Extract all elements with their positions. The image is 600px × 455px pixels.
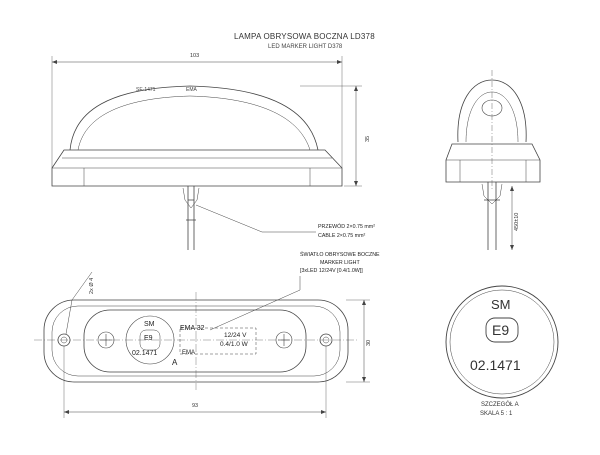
lens-approval-mark: SM <box>144 321 155 328</box>
end-view-cable <box>484 182 500 250</box>
detail-approval-mark: SM <box>491 297 511 312</box>
light-note-line3: [3xLED 12/24V [0.4/1.0W]] <box>300 268 363 274</box>
plan-view <box>34 271 370 418</box>
detail-view <box>445 285 559 399</box>
lens-e-mark: E9 <box>144 335 153 342</box>
dim-label-cable-length: 450±10 <box>514 212 520 231</box>
side-top-text-left: SE-1471 <box>136 87 156 93</box>
dim-label-hole: 2x Ø 4 <box>89 277 95 294</box>
plan-view-lens <box>83 309 307 373</box>
end-view <box>445 70 541 250</box>
lens-number: 02.1471 <box>132 350 158 357</box>
light-note-line2: MARKER LIGHT <box>320 260 360 266</box>
end-view-dome <box>457 79 527 143</box>
detail-outer-circle <box>445 285 559 399</box>
dim-label-103: 103 <box>190 53 200 59</box>
drawing-subtitle: LED MARKER LIGHT D378 <box>268 44 343 50</box>
detail-number: 02.1471 <box>470 357 521 373</box>
drawing-title: LAMPA OBRYSOWA BOCZNA LD378 <box>234 32 375 41</box>
side-top-text-mid: EMA <box>186 87 197 93</box>
lens-ema-b: EMA <box>182 350 196 356</box>
section-letter-a: A <box>172 358 178 367</box>
side-view <box>51 56 362 250</box>
lens-power: 0.4/1.0 W <box>220 341 248 348</box>
side-view-cable <box>186 186 196 250</box>
lens-voltage: 12/24 V <box>224 332 247 339</box>
wire-note-line2: CABLE 2×0.75 mm² <box>318 233 366 239</box>
lens-ema-a: EMA 32 <box>180 325 205 332</box>
light-note-line1: ŚWIATŁO OBRYSOWE BOCZNE <box>300 252 380 258</box>
wire-note-line1: PRZEWÓD 2×0.75 mm² <box>318 224 375 230</box>
detail-caption-line1: SZCZEGÓŁ A <box>481 402 519 408</box>
detail-e-mark: E9 <box>492 322 510 338</box>
detail-e-mark-box <box>485 317 519 343</box>
side-view-dome <box>69 85 319 151</box>
dim-label-93: 93 <box>192 403 199 409</box>
detail-caption-line2: SKALA 5 : 1 <box>480 411 513 417</box>
dim-label-35: 35 <box>365 135 371 142</box>
dim-label-30: 30 <box>366 339 372 346</box>
